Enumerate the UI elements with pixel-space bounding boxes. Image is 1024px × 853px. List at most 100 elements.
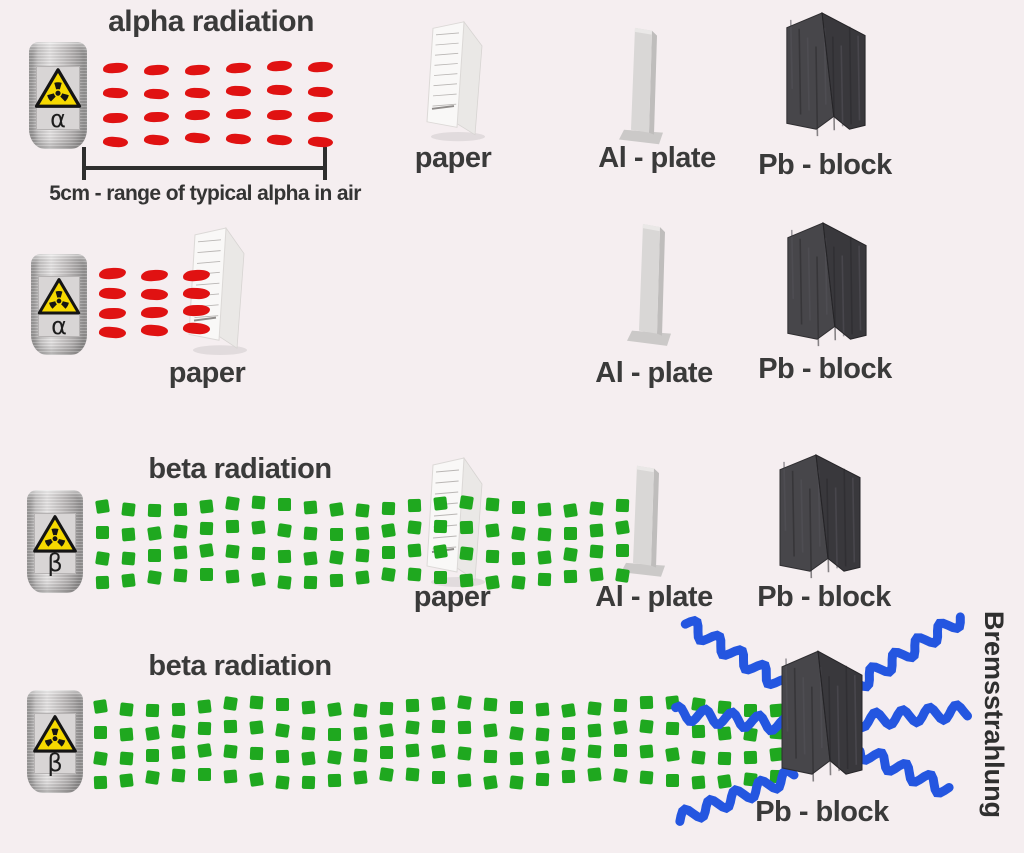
source-label-panel: β [33, 712, 77, 775]
beta-dash [277, 574, 292, 590]
beta-dash [200, 568, 213, 582]
alpha-dash [143, 111, 170, 123]
radiation-warning-icon [37, 278, 81, 315]
beta-dash [171, 702, 186, 716]
beta-dash [431, 695, 446, 711]
beta-dash [744, 703, 757, 717]
alpha-dash [266, 134, 293, 147]
beta-dash [198, 768, 211, 782]
beta-dash [743, 726, 758, 742]
radiation-warning-icon [33, 714, 77, 753]
pb-block-label: Pb - block [758, 353, 892, 385]
beta-source: β [27, 490, 83, 593]
beta-dash [171, 745, 186, 760]
alpha-dash [98, 325, 127, 339]
alpha-dash [98, 307, 127, 320]
alpha-dash [182, 322, 211, 336]
beta-dash [199, 543, 214, 559]
beta-dash [483, 697, 498, 712]
beta-dash [301, 700, 316, 714]
beta-dash [381, 567, 396, 583]
beta-dash [95, 575, 110, 590]
beta-dash [613, 698, 628, 713]
alpha-source: α [31, 254, 87, 355]
beta-dash [93, 775, 108, 790]
alpha-dash [307, 60, 334, 73]
beta-dash [537, 527, 552, 542]
beta-dash [148, 549, 161, 563]
source-label-panel: β [33, 512, 77, 578]
beta-dash [483, 774, 498, 790]
beta-dash [587, 701, 602, 716]
beta-dash [457, 695, 472, 711]
alpha-stream [102, 60, 349, 159]
alpha-dash [225, 108, 252, 120]
beta-dash [199, 521, 214, 535]
beta-dash [535, 727, 550, 742]
alpha-dash [184, 109, 211, 121]
pb-block-icon [787, 222, 867, 347]
beta-dash [665, 746, 680, 762]
beta-dash [405, 720, 420, 735]
beta-dash [459, 520, 474, 535]
beta-dash [613, 719, 628, 735]
beta-dash [509, 726, 524, 741]
beta-dash [147, 570, 162, 585]
beta-dash [509, 774, 524, 790]
alpha-stream [98, 266, 225, 344]
beta-dash [433, 495, 448, 511]
alpha-dash [225, 132, 252, 145]
beta-dash [615, 498, 630, 513]
beta-stream [93, 695, 796, 796]
bremsstrahlung-label: Bremsstrahlung [979, 611, 1009, 819]
beta-dash [171, 723, 186, 739]
beta-dash [379, 767, 394, 783]
beta-dash [459, 546, 474, 562]
alpha-dash [266, 60, 293, 73]
beta-dash [459, 495, 474, 511]
beta-dash [223, 743, 238, 759]
alpha-dash [307, 86, 334, 98]
beta-dash [380, 745, 393, 759]
beta-dash [147, 526, 162, 542]
beta-dash [327, 702, 342, 718]
alpha-dash [225, 85, 252, 96]
beta-dash [277, 522, 292, 538]
beta-dash [691, 749, 706, 765]
paper-icon [426, 20, 485, 142]
beta-dash [483, 750, 498, 764]
beta-dash [119, 773, 134, 788]
al-plate-object [618, 462, 672, 591]
beta-dash [433, 543, 448, 559]
beta-dash [613, 767, 628, 783]
radiation-warning-icon [34, 67, 82, 108]
alpha-dash [102, 62, 129, 74]
beta-dash [381, 523, 396, 539]
beta-dash [121, 551, 136, 566]
source-label-panel: α [34, 65, 82, 131]
beta-dash [434, 570, 447, 584]
alpha-dash [140, 306, 169, 319]
beta-dash [275, 749, 290, 764]
paper-label: paper [414, 142, 492, 174]
beta-dash [717, 700, 732, 715]
beta-dash [717, 774, 732, 790]
pb-block-icon [786, 12, 866, 137]
beta-dash [355, 526, 370, 541]
beta-dash [379, 723, 394, 739]
beta-dash [563, 547, 578, 563]
beta-dash [251, 572, 266, 588]
beta-dash [225, 496, 240, 511]
al-plate-object [616, 24, 670, 159]
source-symbol-label: β [47, 549, 63, 578]
radiation-warning-icon [33, 514, 77, 553]
beta-dash [407, 567, 422, 582]
beta-dash [512, 500, 525, 514]
beta-dash [225, 519, 240, 534]
alpha-dash [140, 323, 169, 337]
beta-dash [589, 523, 604, 538]
alpha-dash [143, 63, 170, 76]
beta-dash [171, 768, 186, 782]
beta-dash [355, 548, 370, 563]
beta-dash [173, 568, 188, 582]
